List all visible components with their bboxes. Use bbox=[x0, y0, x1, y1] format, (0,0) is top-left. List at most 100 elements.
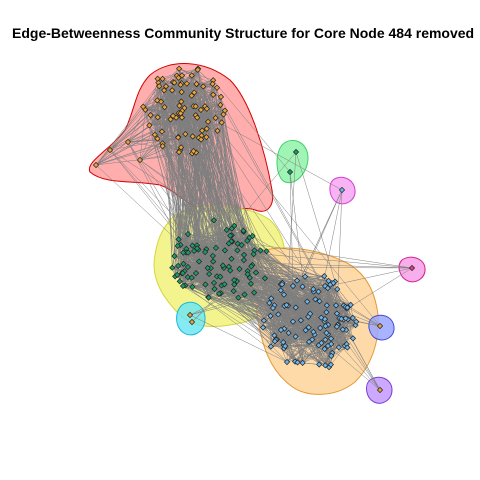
edge bbox=[243, 231, 338, 326]
node-blue bbox=[321, 345, 328, 353]
edge bbox=[206, 137, 253, 266]
node-orange bbox=[191, 89, 198, 96]
node-green bbox=[210, 258, 217, 265]
node-orange bbox=[175, 74, 182, 81]
node-blue bbox=[322, 336, 329, 343]
node-blue bbox=[324, 285, 331, 292]
edge bbox=[193, 250, 332, 357]
node-green bbox=[235, 294, 242, 301]
node-blue bbox=[353, 318, 360, 325]
node-green bbox=[210, 217, 217, 224]
node-blue bbox=[297, 317, 304, 324]
edge bbox=[158, 86, 210, 275]
node-green bbox=[209, 252, 216, 259]
node-orange bbox=[218, 119, 225, 126]
edge bbox=[213, 220, 381, 327]
node-green bbox=[225, 240, 232, 247]
edge bbox=[149, 125, 181, 245]
node-green bbox=[215, 290, 223, 297]
edge bbox=[185, 285, 288, 363]
node-blue bbox=[305, 324, 312, 331]
node-blue bbox=[304, 298, 311, 305]
node-blue bbox=[292, 304, 299, 311]
node-blue bbox=[322, 322, 329, 330]
edge bbox=[214, 288, 332, 339]
edge bbox=[194, 92, 225, 285]
node-green bbox=[236, 265, 243, 273]
edge bbox=[181, 101, 343, 191]
node-blue bbox=[325, 277, 332, 284]
node-orange bbox=[194, 114, 201, 121]
node-blue bbox=[339, 326, 346, 333]
node-green bbox=[261, 275, 269, 282]
edge bbox=[213, 261, 413, 269]
edge bbox=[283, 151, 297, 346]
edge bbox=[181, 75, 381, 391]
edge bbox=[224, 110, 381, 391]
node-green bbox=[221, 281, 228, 288]
node-green bbox=[204, 264, 211, 272]
node-green bbox=[240, 227, 247, 234]
node-blue bbox=[278, 281, 286, 288]
edge bbox=[180, 130, 203, 245]
node-orange bbox=[192, 103, 199, 110]
node-green bbox=[174, 262, 182, 269]
node-green bbox=[194, 245, 201, 252]
node-green bbox=[250, 289, 258, 296]
edge bbox=[274, 189, 343, 342]
node-orange bbox=[209, 80, 216, 88]
node-orange bbox=[221, 107, 228, 114]
edge bbox=[143, 100, 158, 108]
edge bbox=[172, 115, 189, 235]
node-green bbox=[169, 264, 176, 271]
edge bbox=[143, 86, 160, 107]
node-orange bbox=[194, 66, 201, 73]
node-blue bbox=[322, 362, 329, 369]
edge bbox=[202, 86, 242, 246]
node-orange bbox=[178, 98, 185, 105]
edge bbox=[335, 305, 354, 339]
node-orange bbox=[154, 97, 161, 104]
node-orange bbox=[162, 83, 170, 90]
edge bbox=[182, 272, 326, 366]
node-blue bbox=[321, 282, 329, 290]
edge bbox=[274, 341, 303, 364]
edge bbox=[95, 106, 144, 166]
edge bbox=[163, 90, 235, 285]
edge bbox=[189, 314, 288, 363]
node-orange bbox=[175, 65, 183, 72]
node-blue bbox=[315, 288, 322, 295]
node-green bbox=[231, 281, 238, 288]
edge bbox=[237, 243, 294, 322]
node-orange bbox=[182, 130, 189, 138]
node-orange bbox=[171, 79, 178, 86]
node-orange bbox=[140, 103, 147, 110]
edge bbox=[311, 189, 343, 340]
edge bbox=[95, 78, 163, 166]
edge bbox=[333, 282, 351, 306]
node-green bbox=[212, 244, 220, 252]
edge bbox=[212, 80, 291, 173]
edge bbox=[204, 251, 285, 346]
node-green bbox=[189, 283, 196, 290]
edge bbox=[164, 107, 189, 268]
node-orange bbox=[124, 138, 132, 146]
node-green bbox=[180, 249, 187, 256]
node-orange bbox=[154, 135, 161, 142]
node-blue bbox=[294, 277, 301, 284]
edge bbox=[200, 109, 248, 241]
node-blue bbox=[302, 327, 309, 334]
node-blue bbox=[301, 273, 309, 280]
node-orange bbox=[183, 80, 190, 87]
node-blue bbox=[332, 302, 340, 309]
node-mint bbox=[286, 168, 294, 176]
node-orange bbox=[136, 156, 144, 164]
figure-title: Edge-Betweenness Community Structure for… bbox=[12, 25, 474, 41]
edge bbox=[197, 68, 218, 277]
edge bbox=[192, 136, 240, 270]
edge bbox=[249, 277, 286, 347]
edge bbox=[171, 90, 185, 272]
node-orange bbox=[203, 134, 210, 141]
node-green bbox=[205, 294, 212, 301]
edge bbox=[266, 251, 296, 362]
